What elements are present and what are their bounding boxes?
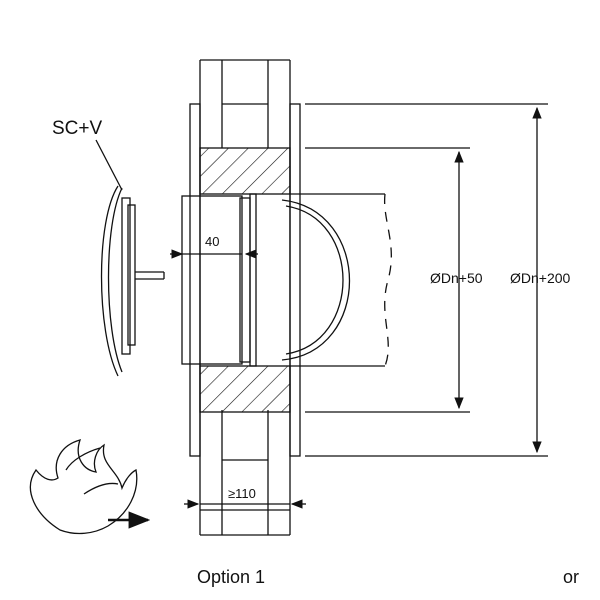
valve-head-ring bbox=[121, 197, 131, 355]
option-label: Option 1 bbox=[197, 567, 265, 587]
fire-icon bbox=[29, 439, 138, 535]
seal-block-top bbox=[199, 147, 291, 195]
dim-dn200-label: ØDn+200 bbox=[510, 270, 571, 286]
valve-head-ring2 bbox=[127, 204, 136, 346]
dim-40-label: 40 bbox=[205, 234, 219, 249]
valve-dome-inner bbox=[285, 205, 344, 355]
valve-sleeve bbox=[181, 195, 243, 365]
seal-block-bottom bbox=[199, 365, 291, 413]
left-cladding bbox=[189, 103, 201, 457]
dim-110-label: ≥110 bbox=[228, 486, 256, 501]
right-cladding bbox=[289, 103, 301, 457]
valve-head-inner bbox=[107, 187, 123, 373]
valve-flange-inner bbox=[249, 193, 257, 367]
valve-head-outer bbox=[100, 185, 119, 377]
or-label: or bbox=[563, 567, 579, 587]
duct-break bbox=[383, 193, 392, 367]
valve-leader bbox=[95, 139, 123, 191]
valve-dome bbox=[281, 199, 351, 361]
dim-dn50-label: ØDn+50 bbox=[430, 270, 483, 286]
valve-label: SC+V bbox=[52, 118, 102, 139]
